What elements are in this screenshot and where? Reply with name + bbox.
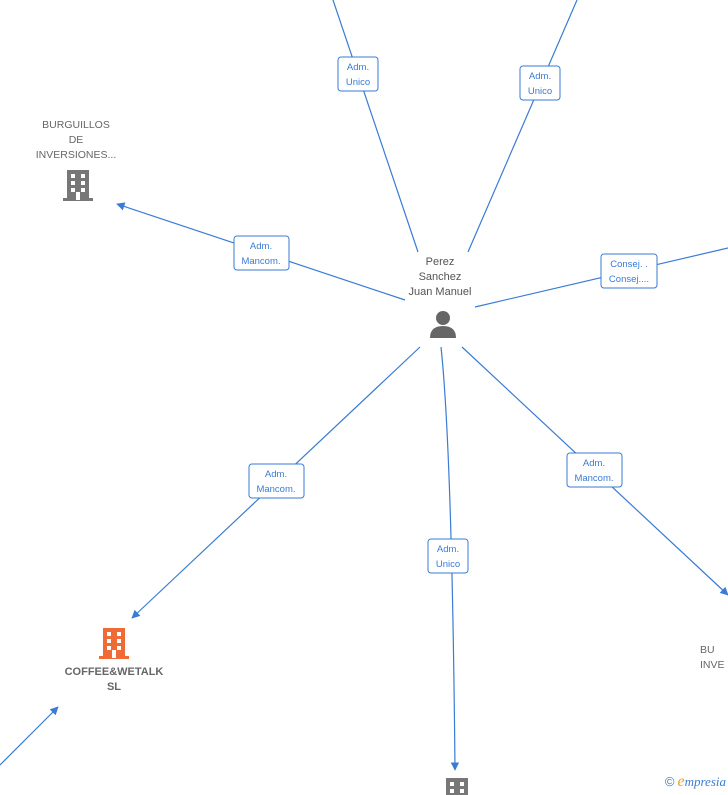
edge-label-line: Consej. . <box>610 259 648 270</box>
edge-label-to-burguillos[interactable]: Adm. Mancom. <box>233 235 290 271</box>
edge-label-lower-right[interactable]: Adm. Mancom. <box>566 452 623 488</box>
copyright-symbol: © <box>664 774 675 789</box>
edge-label-line: Adm. <box>583 458 605 469</box>
edge-label-line: Adm. <box>250 241 272 252</box>
company-label-burguillos[interactable]: BURGUILLOS DE INVERSIONES... <box>35 119 117 161</box>
edge-label-line: Adm. <box>347 62 369 73</box>
edge-label-top-right[interactable]: Adm. Unico <box>519 65 561 101</box>
edge-label-line: Mancom. <box>256 484 295 495</box>
building-icon[interactable] <box>99 628 129 659</box>
edge-label-line: Mancom. <box>574 473 613 484</box>
edge-label-line: Mancom. <box>241 256 280 267</box>
edge-label-down[interactable]: Adm. Unico <box>427 538 469 574</box>
edge-down <box>440 346 460 771</box>
edge-top-right <box>467 0 578 253</box>
building-icon[interactable] <box>446 778 468 795</box>
person-icon[interactable] <box>430 311 456 338</box>
edge-label-line: Adm. <box>529 71 551 82</box>
edge-label-top-left[interactable]: Adm. Unico <box>337 56 379 92</box>
edge-label-to-coffee[interactable]: Adm. Mancom. <box>248 463 305 499</box>
edge-label-line: Consej.... <box>609 274 649 285</box>
person-name-label[interactable]: Perez Sanchez Juan Manuel <box>408 256 472 298</box>
edge-label-line: Unico <box>346 77 370 88</box>
edge-label-line: Unico <box>436 559 460 570</box>
edge-label-line: Adm. <box>437 544 459 555</box>
edge-label-line: Unico <box>528 86 552 97</box>
edge-label-line: Adm. <box>265 469 287 480</box>
edge-top-left <box>332 0 419 253</box>
edge-bottom-left <box>0 706 59 766</box>
company-label-right-partial[interactable]: BU INVE <box>700 644 725 671</box>
building-icon[interactable] <box>63 170 93 201</box>
edge-label-right[interactable]: Consej. . Consej.... <box>600 253 658 289</box>
empresia-watermark: ©empresia <box>665 773 726 791</box>
company-label-coffee[interactable]: COFFEE&WETALK SL <box>64 666 164 693</box>
brand-logo-text: mpresia <box>684 774 726 789</box>
brand-logo-e: e <box>677 773 685 790</box>
